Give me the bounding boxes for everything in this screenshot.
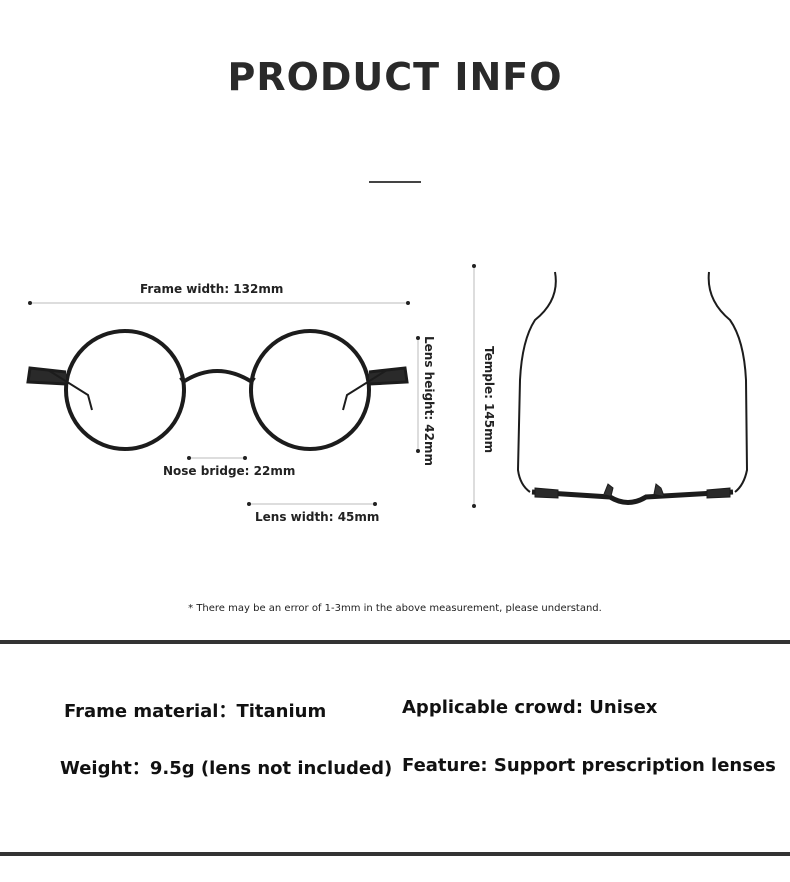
right-lens-rim [249, 329, 371, 451]
right-pad-top [653, 483, 665, 497]
title-underline [369, 181, 421, 183]
left-hinge-top [534, 487, 559, 499]
lens-height-label: Lens height: 42mm [422, 336, 436, 466]
lens-width-label: Lens width: 45mm [255, 510, 380, 524]
feature-spec: Feature: Support prescription lenses [402, 755, 776, 776]
left-temple-hinge [26, 366, 67, 386]
frame-width-label: Frame width: 132mm [140, 282, 284, 296]
nose-bridge-label: Nose bridge: 22mm [163, 464, 296, 478]
right-temple-hinge [368, 366, 409, 386]
lens-width-dimension-line [247, 502, 377, 506]
left-lens-rim [64, 329, 186, 451]
lens-height-dimension-line [416, 336, 420, 453]
nose-bridge-dimension-line [187, 456, 247, 460]
page-title: PRODUCT INFO [227, 55, 563, 99]
right-hinge-top [706, 487, 731, 499]
measurement-note: * There may be an error of 1-3mm in the … [188, 603, 602, 614]
temple-label: Temple: 145mm [482, 346, 496, 454]
left-temple-top [516, 271, 557, 493]
right-temple-top [707, 271, 749, 493]
applicable-crowd-spec: Applicable crowd: Unisex [402, 697, 658, 718]
frame-width-dimension-line [28, 301, 410, 305]
spec-section-bottom-border [0, 852, 790, 856]
left-nose-pad [179, 377, 186, 399]
left-temple-arm [47, 369, 93, 411]
right-temple-arm [342, 369, 388, 411]
left-pad-top [603, 483, 614, 497]
glasses-front-view [26, 329, 409, 451]
nose-bridge [181, 369, 254, 384]
glasses-top-view [516, 271, 749, 505]
temple-dimension-line [472, 264, 476, 508]
weight-spec: Weight：9.5g (lens not included) [60, 758, 393, 779]
frame-material-spec: Frame material：Titanium [64, 701, 327, 722]
front-frame-top [531, 489, 734, 505]
spec-section-top-border [0, 640, 790, 644]
right-nose-pad [249, 377, 256, 399]
